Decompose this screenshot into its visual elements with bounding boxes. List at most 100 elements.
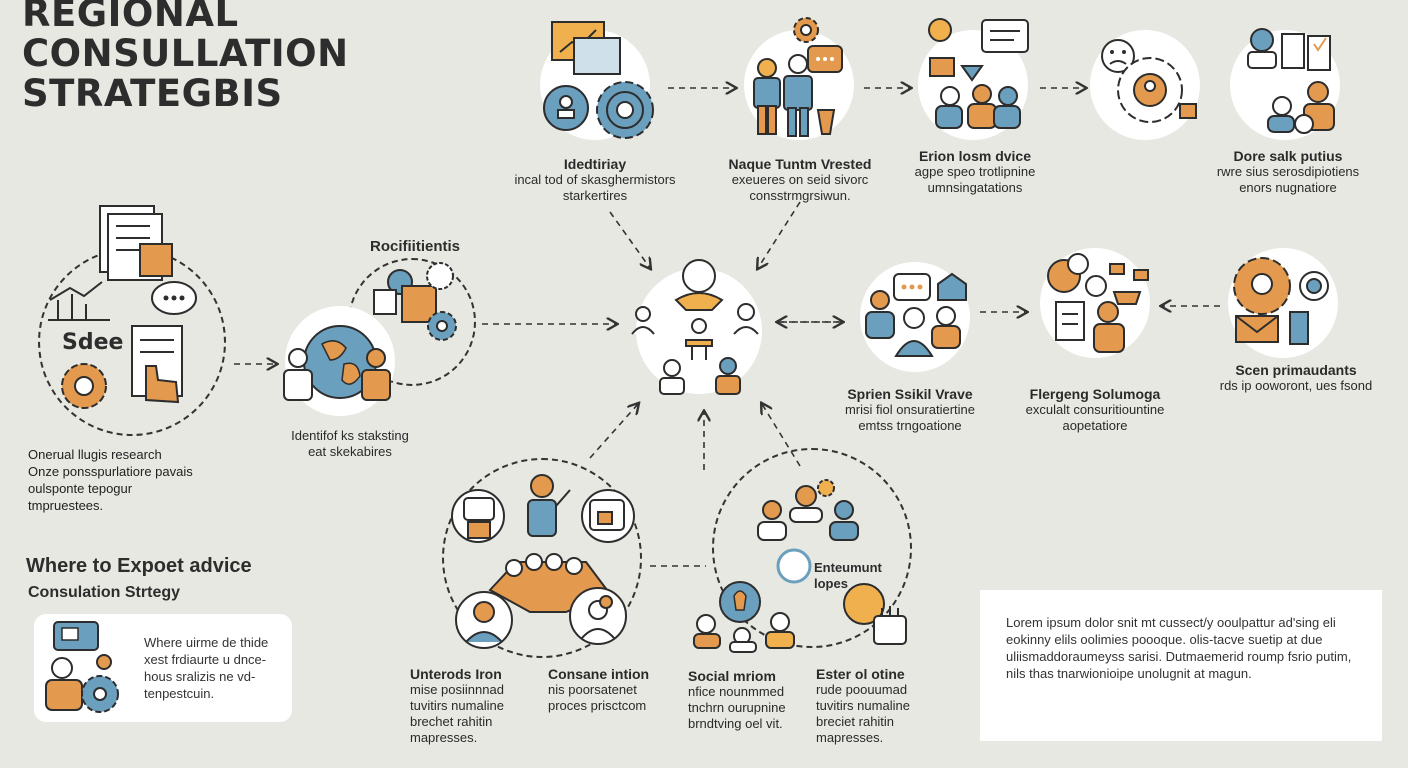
label-line: agpe speo trotlipnine (914, 164, 1036, 179)
scope-label: Sdee (62, 330, 124, 355)
label-line: nfice nounmmed (688, 684, 785, 699)
label-line: proces prisctcom (548, 698, 647, 713)
entourage-label: Enteumunt lopes (814, 560, 882, 592)
title-line: CONSULLATION (22, 32, 349, 75)
top-label-3: Erion losm dvice agpe speo trotlipnine u… (880, 148, 1070, 196)
label-line: exculalt consuritiountine (1025, 402, 1165, 417)
checklist-team-icon (1247, 28, 1335, 134)
document-icon (99, 205, 173, 281)
top-label-1: Idedtiriay incal tod of skasghermistors … (490, 156, 700, 204)
advice-line: tenpestcuin. (144, 686, 215, 701)
page-title: REGIONAL CONSULLATION STRATEGBIS (22, 0, 349, 114)
group-icon (757, 479, 859, 541)
label-line: rwre sius serosdipiotiens (1216, 164, 1360, 179)
advice-card-text: Where uirme de thide xest frdiaurte u dn… (144, 634, 268, 702)
gear-icon (1233, 257, 1291, 315)
label-line: mapresses. (410, 730, 478, 745)
label-title: Idedtiriay (563, 156, 627, 172)
gear-icon (1117, 57, 1197, 123)
tools-icon (1289, 311, 1309, 345)
gear-icon (596, 81, 654, 139)
label-line: exeueres on seid sivorc (731, 172, 869, 187)
advice-subheading: Consulation Strtegy (28, 584, 181, 601)
title-line: REGIONAL (22, 0, 239, 35)
label-line: mise posiinnnad (410, 682, 504, 697)
label-title: Erion losm dvice (918, 148, 1032, 164)
label-line: consstrmgrsiwun. (749, 188, 851, 203)
advice-heading: Where to Expoet advice (26, 555, 252, 577)
scope-description: Onerual llugis research Onze ponsspurlat… (28, 446, 193, 514)
scope-line: oulsponte tepogur (28, 481, 133, 496)
advice-card: Where uirme de thide xest frdiaurte u dn… (34, 614, 292, 722)
target-icon (1299, 271, 1329, 301)
entourage-line: Enteumunt (814, 560, 882, 575)
label-line: nis poorsatenet (548, 682, 637, 697)
bottom-label-3: Social mriom nfice nounmmed tnchrn ourup… (688, 668, 818, 732)
label-title: Consane intion (548, 666, 650, 682)
reach-label: Identifof ks staksting eat skekabires (250, 428, 450, 460)
label-title: Scen primaudants (1235, 362, 1357, 378)
connector-arrows (234, 88, 1220, 567)
idea-badge-icon (693, 581, 795, 653)
advice-line: xest frdiaurte u dnce- (144, 652, 267, 667)
finance-icon (1047, 253, 1149, 353)
label-line: starkertires (562, 188, 628, 203)
hand-gesture-icon (843, 583, 907, 645)
label-line: brechet rahitin (410, 714, 493, 729)
label-line: emtss trngoatione (858, 418, 962, 433)
notes-text: Lorem ipsum dolor snit mt cussect/y ooul… (1006, 615, 1352, 681)
sad-face-icon (1101, 39, 1135, 73)
person-avatar-icon (455, 591, 513, 649)
bottom-label-2: Consane intion nis poorsatenet proces pr… (548, 666, 678, 714)
top-label-2: Naque Tuntm Vrested exeueres on seid siv… (700, 156, 900, 204)
bottom-label-1: Unterods Iron mise posiinnnad tuvitirs n… (410, 666, 540, 746)
label-line: aopetatiore (1062, 418, 1128, 433)
reach-heading: Rocifiitientis (370, 238, 461, 255)
label-line: incal tod of skasghermistors (514, 172, 676, 187)
gear-icon (61, 363, 107, 409)
discussion-icon (865, 272, 967, 357)
chat-bubble-icon (807, 45, 843, 73)
label-line: umnsingatations (927, 180, 1023, 195)
bottom-right-ring (712, 448, 912, 648)
location-card-icon (581, 489, 635, 543)
person-circle-icon (543, 85, 589, 131)
scope-line: Onerual llugis research (28, 447, 162, 462)
notes-panel: Lorem ipsum dolor snit mt cussect/y ooul… (980, 590, 1382, 741)
label-title: Ester ol otine (816, 666, 905, 682)
top-label-4: Dore salk putius rwre sius serosdipiotie… (1200, 148, 1376, 196)
label-title: Unterods Iron (410, 666, 502, 682)
form-hand-icon (131, 325, 183, 404)
hub-icon (631, 259, 759, 395)
meeting-icon (928, 18, 1029, 129)
label-line: rude poouumad (816, 682, 908, 697)
label-line: rds ip ooworont, ues fsond (1219, 378, 1373, 393)
label-line: mrisi fiol onsuratiertine (844, 402, 976, 417)
right-label-1: Sprien Ssikil Vrave mrisi fiol onsuratie… (810, 386, 1010, 434)
scope-line: Onze ponsspurlatiore pavais (28, 464, 193, 479)
person-avatar-icon (569, 587, 627, 645)
label-line: tnchrn ourupnine (688, 700, 786, 715)
advice-line: hous sralizis ne vd- (144, 669, 256, 684)
title-line: STRATEGBIS (22, 72, 283, 115)
team-icon (753, 54, 836, 137)
right-label-3: Scen primaudants rds ip ooworont, ues fs… (1196, 362, 1396, 394)
profile-card-icon (451, 489, 505, 543)
label-line: breciet rahitin (816, 714, 895, 729)
scope-line: tmpruestees. (28, 498, 104, 513)
location-pin-icon (776, 548, 812, 584)
collaboration-icon (373, 262, 457, 341)
entourage-line: lopes (814, 576, 848, 591)
label-title: Flergeng Solumoga (1029, 386, 1161, 402)
bottom-left-ring (442, 458, 642, 658)
label-line: enors nugnatiore (1239, 180, 1337, 195)
label-line: eat skekabires (308, 444, 392, 459)
chart-board-icon (551, 21, 621, 75)
right-label-2: Flergeng Solumoga exculalt consuritiount… (1000, 386, 1190, 434)
label-line: tuvitirs numaline (410, 698, 504, 713)
label-title: Sprien Ssikil Vrave (847, 386, 973, 402)
bottom-label-4: Ester ol otine rude poouumad tuvitirs nu… (816, 666, 946, 746)
label-title: Naque Tuntm Vrested (728, 156, 872, 172)
presenter-icon (527, 474, 571, 537)
